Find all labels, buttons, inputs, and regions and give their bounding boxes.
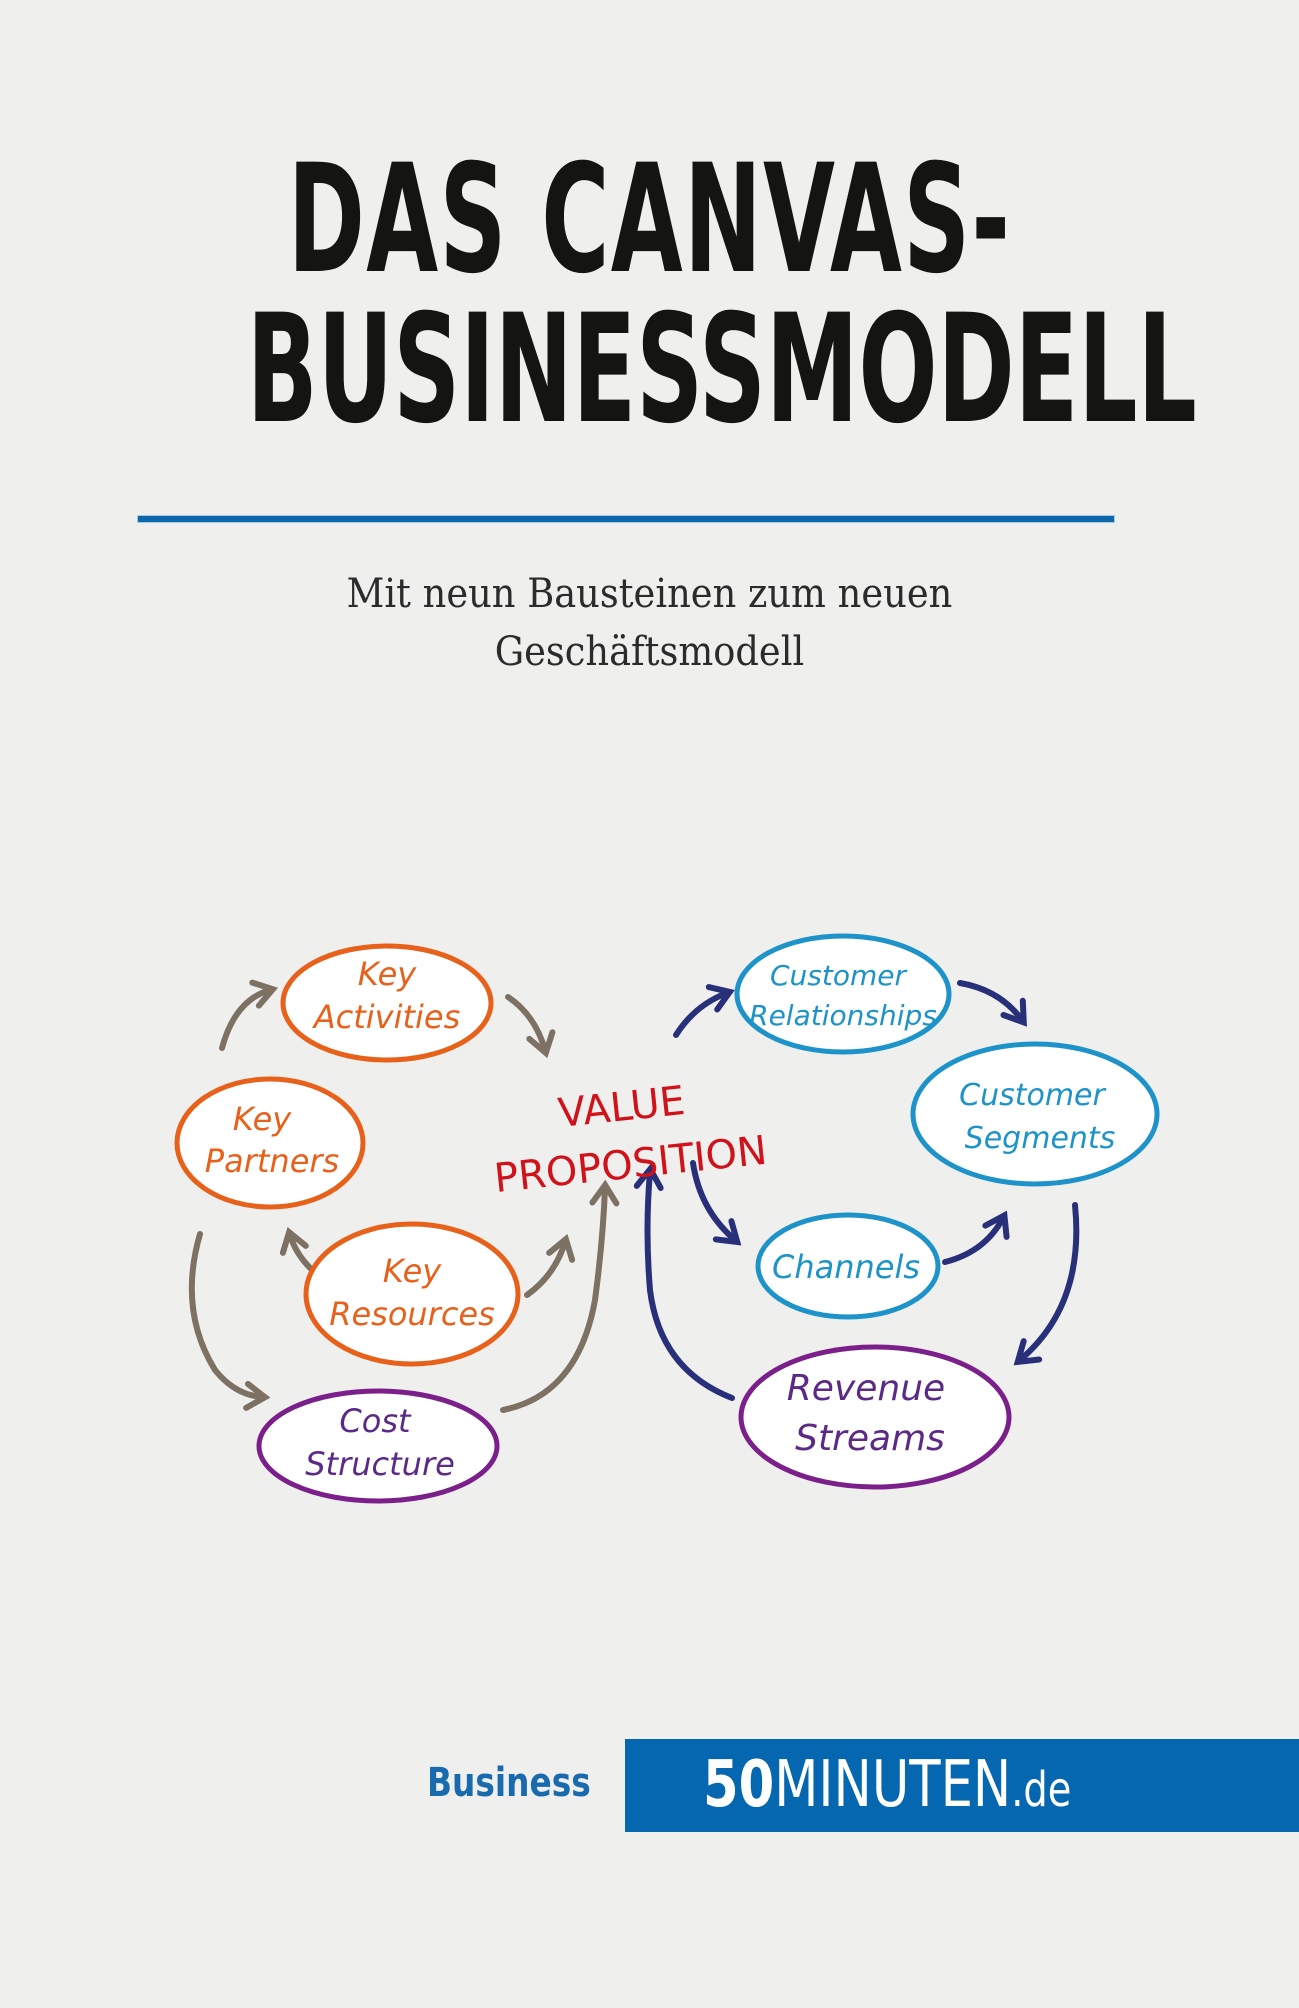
svg-text:Channels: Channels (772, 1248, 920, 1286)
book-title-line-1: DAS CANVAS- (287, 133, 1012, 307)
node-channels: Channels (755, 1212, 941, 1320)
svg-text:Cost: Cost (339, 1402, 412, 1440)
node-key-partners: Key Partners (174, 1076, 366, 1210)
publisher-logo-text: 50MINUTEN.de (703, 1749, 1071, 1826)
node-customer-segments: Customer Segments (910, 1041, 1160, 1187)
node-cost-structure: Cost Structure (256, 1388, 500, 1504)
svg-text:Structure: Structure (305, 1445, 455, 1483)
publisher-logo: 50MINUTEN.de (625, 1739, 1299, 1832)
book-title-line-2: BUSINESSMODELL (246, 283, 1197, 457)
value-proposition-label: VALUE PROPOSITION (492, 1078, 769, 1202)
svg-text:Relationships: Relationships (749, 999, 937, 1032)
svg-text:Customer: Customer (770, 959, 907, 992)
category-label: Business (427, 1760, 591, 1806)
svg-text:Resources: Resources (329, 1295, 495, 1333)
subtitle-line-1: Mit neun Bausteinen zum neuen (346, 571, 953, 617)
right-arrows (633, 980, 1080, 1401)
svg-text:Key: Key (383, 1252, 443, 1290)
svg-text:Partners: Partners (205, 1142, 339, 1180)
svg-text:Activities: Activities (312, 998, 461, 1036)
svg-text:Revenue: Revenue (787, 1368, 945, 1409)
svg-text:PROPOSITION: PROPOSITION (492, 1128, 769, 1202)
logo-tld: .de (1011, 1762, 1072, 1818)
svg-text:Key: Key (233, 1100, 293, 1138)
svg-text:Customer: Customer (959, 1078, 1106, 1113)
svg-text:Streams: Streams (795, 1418, 945, 1459)
book-subtitle: Mit neun Bausteinen zum neuen Geschäftsm… (52, 565, 1247, 681)
node-revenue-streams: Revenue Streams (738, 1344, 1012, 1490)
node-key-resources: Key Resources (303, 1221, 521, 1367)
left-arrows (188, 979, 620, 1413)
logo-number: 50 (703, 1748, 775, 1822)
logo-word: MINUTEN (774, 1748, 1012, 1822)
node-key-activities: Key Activities (280, 943, 494, 1063)
node-customer-relationships: Customer Relationships (734, 933, 952, 1055)
svg-text:Segments: Segments (965, 1121, 1116, 1156)
title-divider (138, 516, 1114, 522)
svg-text:Key: Key (358, 955, 418, 993)
subtitle-line-2: Geschäftsmodell (494, 629, 805, 675)
svg-text:VALUE: VALUE (556, 1078, 687, 1137)
